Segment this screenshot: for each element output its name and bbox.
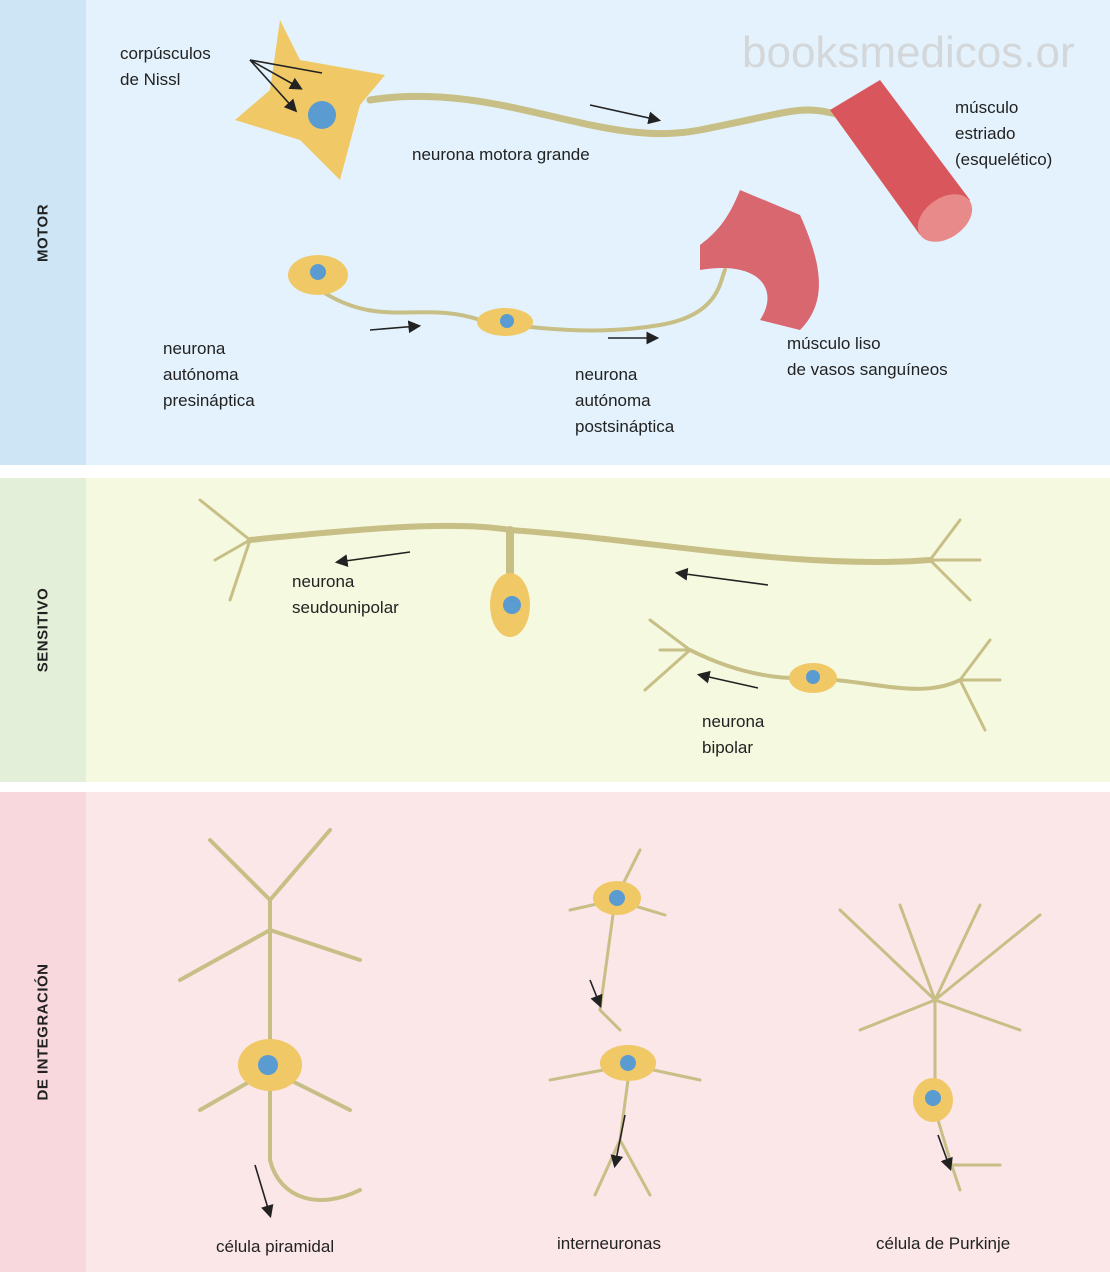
label-nissl: corpúsculos de Nissl [120, 44, 211, 89]
label-smooth-muscle: músculo liso de vasos sanguíneos [787, 334, 948, 379]
label-bipolar: neurona bipolar [702, 712, 765, 757]
smooth-muscle [700, 190, 819, 330]
striated-muscle [830, 80, 973, 242]
nucleus [308, 101, 336, 129]
label-motor-neuron: neurona motora grande [412, 145, 590, 164]
section-integracion: DE INTEGRACIÓN [0, 792, 1110, 1272]
label-pseudounipolar: neurona seudounipolar [292, 572, 399, 617]
label-purkinje: célula de Purkinje [876, 1234, 1011, 1253]
direction-arrows [249, 59, 953, 1219]
section-sensitivo: SENSITIVO [0, 478, 1110, 782]
label-interneurons: interneuronas [557, 1234, 661, 1253]
label-striated-muscle: músculo estriado (esquelético) [955, 98, 1053, 169]
motor-axon [366, 92, 844, 138]
label-pyramidal: célula piramidal [216, 1237, 335, 1256]
label-presynaptic: neurona autónoma presináptica [163, 339, 255, 410]
motor-soma [235, 20, 385, 180]
label-postsynaptic: neurona autónoma postsináptica [575, 365, 675, 436]
watermark: booksmedicos.or [742, 28, 1075, 77]
